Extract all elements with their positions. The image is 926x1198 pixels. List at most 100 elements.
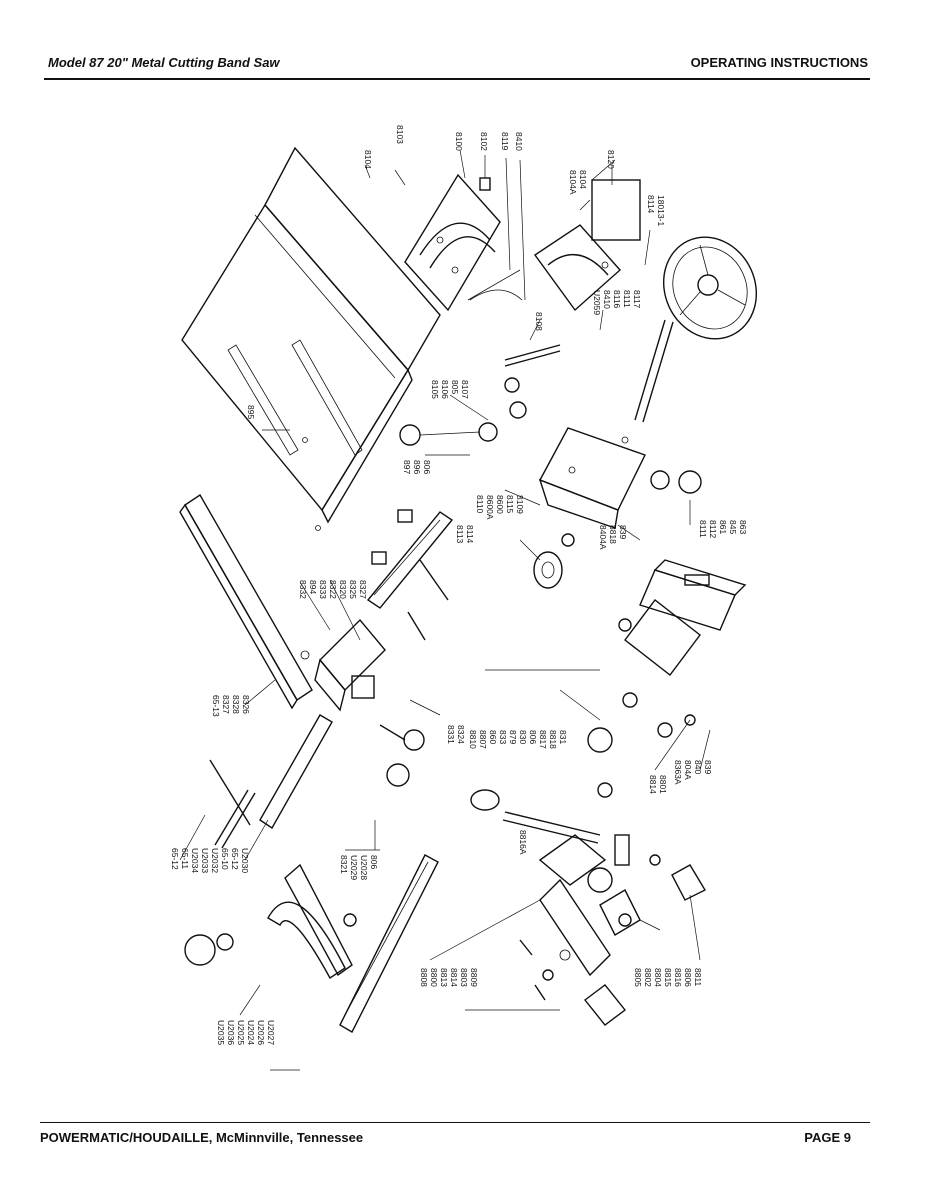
part-label: 8818: [608, 525, 618, 544]
part-label: 8104: [578, 170, 588, 189]
part-label: 839: [618, 525, 628, 539]
footer-company: POWERMATIC/HOUDAILLE, McMinnville, Tenne…: [40, 1130, 364, 1145]
part-label: 897: [402, 460, 412, 474]
part-label: 8106: [440, 380, 450, 399]
table-top: [181, 146, 441, 531]
part-label: 8328: [231, 695, 241, 714]
part-label: 18013-1: [656, 195, 666, 226]
part-label: 8600A: [485, 495, 495, 520]
part-label: 65-11: [180, 848, 190, 869]
part-label: 8404A: [598, 525, 608, 550]
lock-knobs: [379, 724, 425, 787]
part-label: U2030: [240, 848, 250, 873]
part-label: 8808: [419, 968, 429, 987]
part-label: 806: [528, 730, 538, 744]
fence-rail: [179, 494, 313, 710]
part-label: 8807: [478, 730, 488, 749]
part-label: U2028: [359, 855, 369, 880]
part-label: 8800: [429, 968, 439, 987]
part-label: 8111: [622, 290, 632, 308]
part-label: 863: [738, 520, 748, 534]
part-label: 806: [422, 460, 432, 474]
part-label: 8805: [633, 968, 643, 987]
part-label: 8331: [446, 725, 456, 744]
part-label: 8600: [495, 495, 505, 514]
part-label: 8322: [328, 580, 338, 599]
part-label: 8103: [395, 125, 405, 144]
part-labels: 8104 8103 8100 8102 8119 8410 8120 8104A…: [170, 125, 748, 1045]
part-label: U2026: [256, 1020, 266, 1045]
part-label: 8813: [439, 968, 449, 987]
part-label: 65-12: [170, 848, 180, 870]
part-label: 8802: [643, 968, 653, 987]
part-label: 65-10: [220, 848, 230, 870]
part-label: U2059: [592, 290, 602, 315]
part-label: 8109: [515, 495, 525, 514]
part-label: 8104A: [568, 170, 578, 195]
part-label: 65-13: [211, 695, 221, 717]
part-label: 860: [488, 730, 498, 744]
part-label: 8803: [459, 968, 469, 987]
part-label: 839: [703, 760, 713, 774]
trunnion-assembly: [404, 173, 523, 312]
part-label: 8115: [505, 495, 515, 514]
part-label: 8332: [298, 580, 308, 599]
leader-lines: [179, 149, 711, 1071]
part-label: 8327: [358, 580, 368, 599]
part-label: 8809: [469, 968, 479, 987]
part-label: 861: [718, 520, 728, 534]
part-label: 8816A: [518, 830, 528, 855]
pinion-gear: [533, 533, 575, 589]
footer-rule: [40, 1122, 870, 1123]
part-label: 845: [728, 520, 738, 534]
part-label: U2027: [266, 1020, 276, 1045]
part-label: 8102: [479, 132, 489, 151]
part-label: 8320: [338, 580, 348, 599]
part-label: 805: [450, 380, 460, 394]
part-label: 8117: [632, 290, 642, 309]
part-label: 8104: [363, 150, 373, 169]
header-rule: [44, 78, 870, 80]
gear-housing: [538, 427, 702, 529]
fence-arm: [259, 714, 439, 1033]
part-label: 8321: [339, 855, 349, 874]
part-label: U2033: [200, 848, 210, 873]
blade-guide-assembly: [470, 559, 747, 811]
part-label: 8327: [221, 695, 231, 714]
part-label: U2034: [190, 848, 200, 873]
part-label: 8818: [548, 730, 558, 749]
part-label: 8816: [673, 968, 683, 987]
part-label: 833: [498, 730, 508, 744]
part-label: U2036: [226, 1020, 236, 1045]
clamp-bracket: [300, 618, 386, 712]
part-label: 8120: [606, 150, 616, 169]
part-label: 804A: [683, 760, 693, 780]
part-label: 8116: [612, 290, 622, 309]
part-label: 8410: [602, 290, 612, 309]
part-label: 8105: [430, 380, 440, 399]
trunnion-bracket: [534, 159, 641, 312]
part-label: 8111: [698, 520, 708, 538]
page-header-title: Model 87 20" Metal Cutting Band Saw: [48, 55, 280, 70]
part-label: 8100: [454, 132, 464, 151]
handwheel: [634, 236, 758, 423]
part-label: 830: [518, 730, 528, 744]
part-label: 8333: [318, 580, 328, 599]
page-header-section: OPERATING INSTRUCTIONS: [690, 55, 868, 70]
part-label: U2025: [236, 1020, 246, 1045]
part-label: 8326: [241, 695, 251, 714]
part-label: 8410: [514, 132, 524, 151]
part-label: 8363A: [673, 760, 683, 785]
part-label: 8815: [663, 968, 673, 987]
part-label: 8324: [456, 725, 466, 744]
part-label: U2035: [216, 1020, 226, 1045]
part-label: 8325: [348, 580, 358, 599]
part-label: 8113: [455, 525, 465, 544]
part-label: 831: [558, 730, 568, 744]
part-label: 8119: [500, 132, 510, 151]
part-label: 8107: [460, 380, 470, 399]
part-label: 8110: [475, 495, 485, 514]
footer-page-number: PAGE 9: [804, 1130, 851, 1145]
rack-bar: [366, 509, 454, 641]
